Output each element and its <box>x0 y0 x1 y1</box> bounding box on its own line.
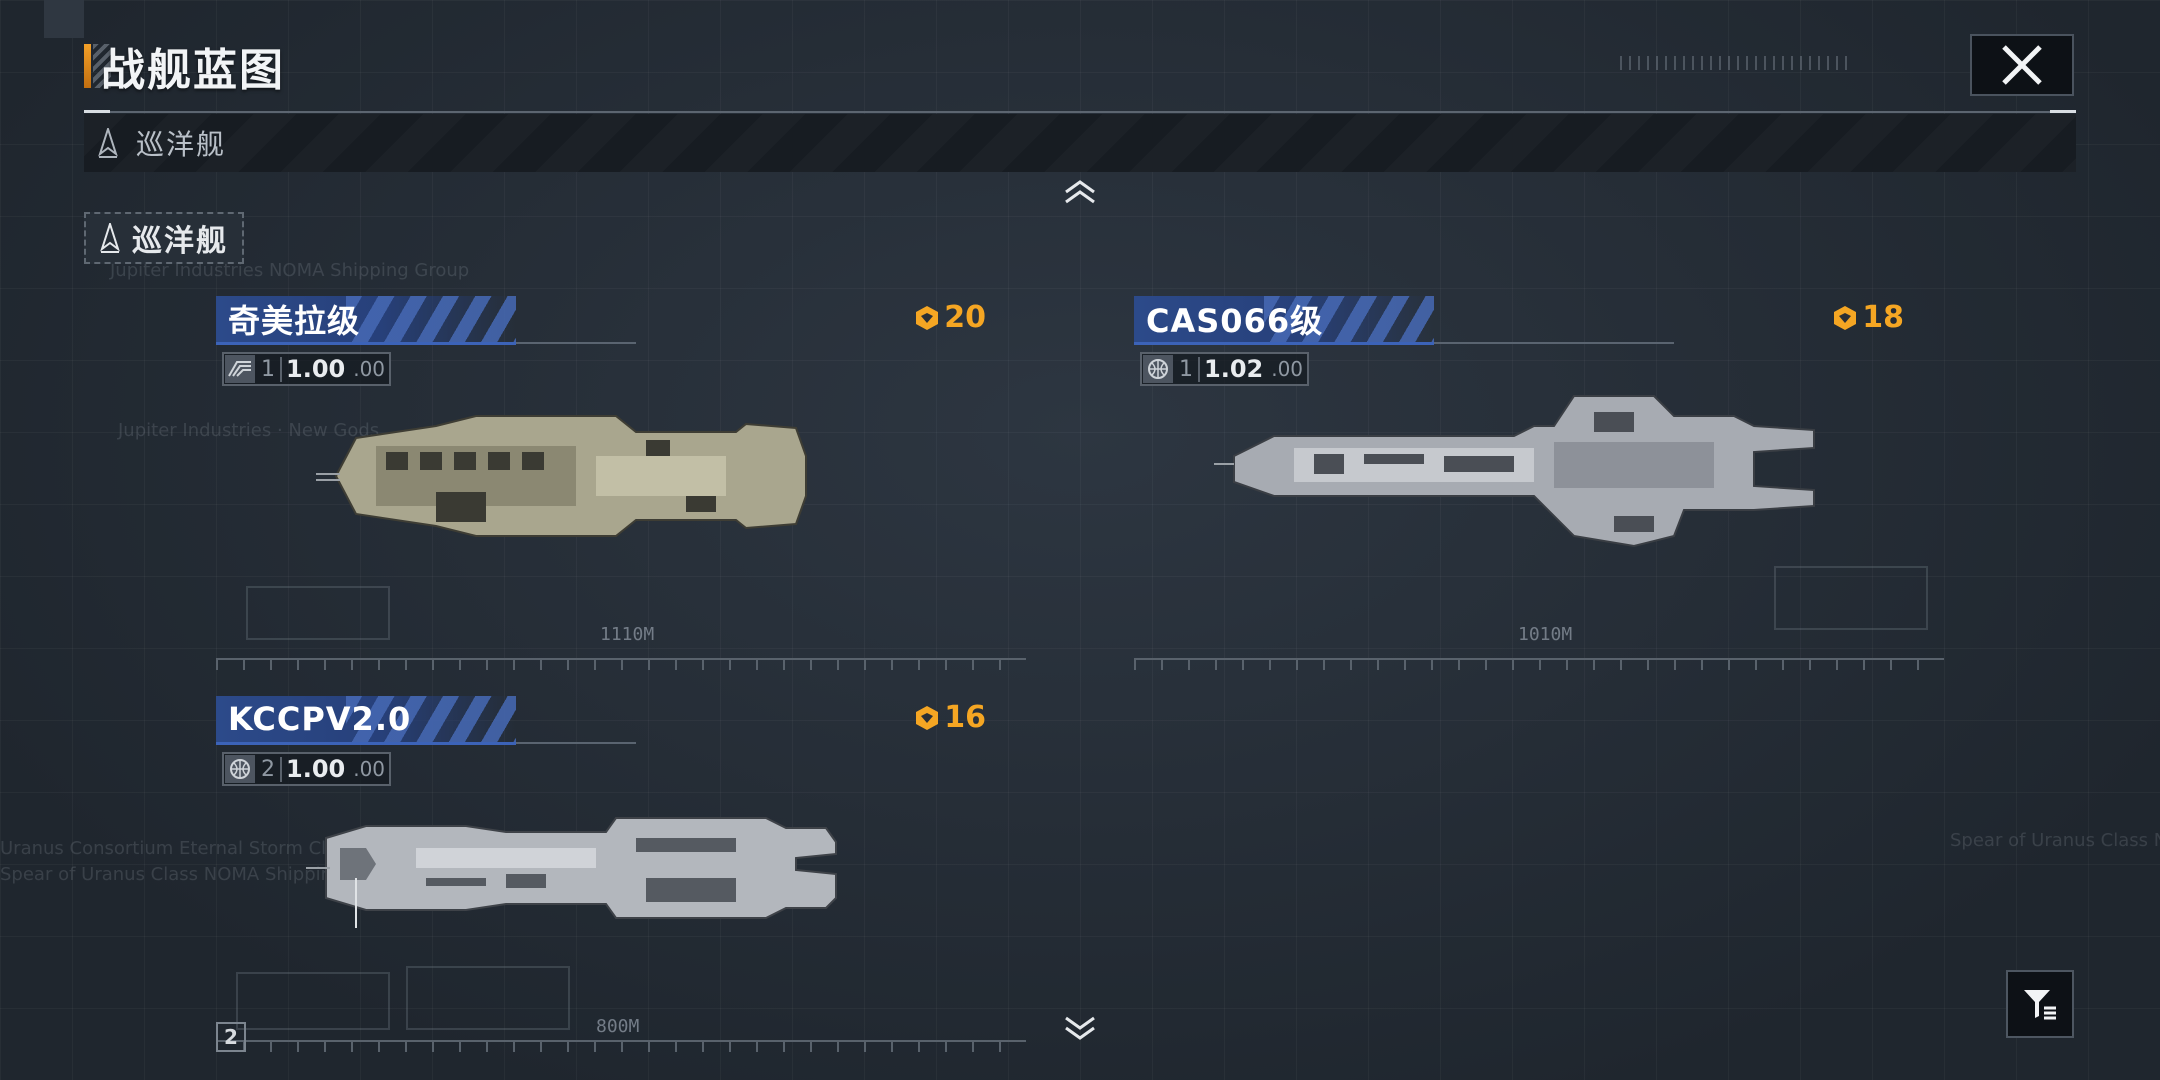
scroll-up-chevron-icon[interactable] <box>1062 178 1098 204</box>
ship-model-image <box>1214 395 1815 548</box>
page-indicator-tag: 2 <box>216 1022 246 1052</box>
ship-value: 1.00 <box>286 355 346 383</box>
ship-count: 2 <box>256 756 282 782</box>
ship-name-plate: CAS066级 <box>1134 296 1434 345</box>
corner-marker <box>44 0 84 38</box>
class-filter-tag[interactable]: 巡洋舰 <box>84 212 244 264</box>
ship-name-plate: 奇美拉级 <box>216 296 516 345</box>
ship-name-plate: KCCPV2.0 <box>216 696 516 745</box>
background-decoration: Uranus Consortium Eternal Storm Class <box>0 838 356 859</box>
header-divider <box>84 111 2076 113</box>
header-ticks <box>1620 56 1850 70</box>
ship-value-sub: .00 <box>353 357 386 381</box>
category-label: 巡洋舰 <box>136 128 227 161</box>
background-decoration: Jupiter Industries NOMA Shipping Group <box>110 260 470 281</box>
cost-value: 18 <box>1862 300 1904 335</box>
globe-icon <box>225 755 255 783</box>
cruiser-icon <box>98 128 118 158</box>
ship-card[interactable]: CAS066级 1 1.02 .00 18 1010M <box>1134 296 1944 676</box>
ship-model-image <box>316 415 807 537</box>
blueprint-sketch <box>246 586 390 640</box>
header: 战舰蓝图 <box>84 40 285 96</box>
ship-card[interactable]: 奇美拉级 1 1.00 .00 20 1110M <box>216 296 1026 676</box>
cruiser-icon <box>100 223 120 253</box>
background-decoration: Spear of Uranus Class NOMA <box>1950 830 2160 851</box>
leader-line <box>1434 342 1674 344</box>
ship-card[interactable]: KCCPV2.0 2 1.00 .00 16 800M <box>216 696 1026 1066</box>
filter-label: 巡洋舰 <box>132 224 228 259</box>
page-title: 战舰蓝图 <box>101 45 285 96</box>
divider-cap-right <box>2050 110 2076 113</box>
category-selector[interactable]: 巡洋舰 <box>84 114 2076 172</box>
close-button[interactable] <box>1970 34 2074 96</box>
leader-line <box>516 742 636 744</box>
ship-name: KCCPV2.0 <box>228 700 412 738</box>
ship-value-sub: .00 <box>353 757 386 781</box>
command-point-icon <box>1834 305 1857 330</box>
blueprint-sketch <box>1774 566 1928 630</box>
length-ruler <box>216 1040 1026 1058</box>
scroll-down-chevron-icon[interactable] <box>1062 1016 1098 1042</box>
filter-sort-button[interactable] <box>2006 970 2074 1038</box>
ship-cost: 16 <box>914 700 986 735</box>
background-decoration: Spear of Uranus Class NOMA Shipping Grou… <box>0 864 404 885</box>
divider-cap-left <box>84 110 110 113</box>
command-point-icon <box>916 705 939 730</box>
ship-value-sub: .00 <box>1271 357 1304 381</box>
length-ruler <box>1134 658 1944 676</box>
faction-emblem-icon <box>225 355 255 383</box>
ship-count: 1 <box>256 356 282 382</box>
ship-stats: 2 1.00 .00 <box>222 752 392 786</box>
ship-stats: 1 1.02 .00 <box>1140 352 1310 386</box>
length-ruler <box>216 658 1026 676</box>
ship-length: 1110M <box>600 624 655 645</box>
ship-cost: 20 <box>914 300 986 335</box>
globe-icon <box>1143 355 1173 383</box>
leader-line <box>516 342 636 344</box>
ship-model-image <box>306 817 837 928</box>
ship-value: 1.00 <box>286 755 346 783</box>
title-accent <box>84 44 91 88</box>
blueprint-sketch <box>406 966 570 1030</box>
close-icon <box>2002 45 2042 85</box>
blueprint-sketch <box>236 972 390 1030</box>
ship-value: 1.02 <box>1204 355 1264 383</box>
ship-length: 1010M <box>1518 624 1573 645</box>
ship-stats: 1 1.00 .00 <box>222 352 392 386</box>
ship-cost: 18 <box>1832 300 1904 335</box>
title-stripes <box>93 44 111 88</box>
cost-value: 20 <box>944 300 986 335</box>
background-decoration: Jupiter Industries · New Gods <box>118 420 380 441</box>
command-point-icon <box>916 305 939 330</box>
ship-name: 奇美拉级 <box>228 302 361 340</box>
ship-count: 1 <box>1174 356 1200 382</box>
cost-value: 16 <box>944 700 986 735</box>
ship-name: CAS066级 <box>1146 302 1324 340</box>
ship-length: 800M <box>596 1016 640 1037</box>
filter-sort-icon <box>2024 990 2056 1020</box>
